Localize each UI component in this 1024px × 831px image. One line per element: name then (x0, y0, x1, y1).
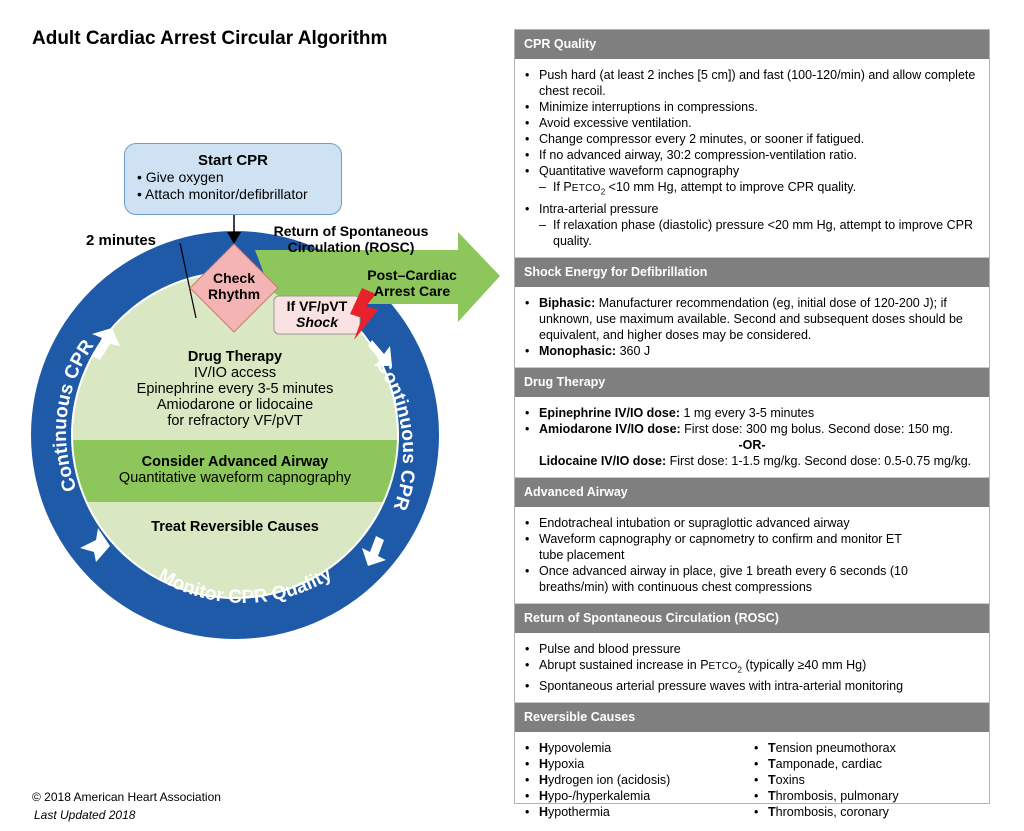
list-item: Waveform capnography or capnometry to co… (523, 531, 981, 563)
cpr-quality-section: Push hard (at least 2 inches [5 cm]) and… (515, 59, 989, 258)
last-updated: Last Updated 2018 (34, 808, 136, 822)
arrow-icon (362, 536, 386, 566)
advanced-airway-heading: Advanced Airway (515, 477, 989, 507)
list-item: Minimize interruptions in compressions. (523, 99, 981, 115)
lightning-bolt-icon (350, 288, 378, 340)
reversible-causes-section: Hypovolemia Hypoxia Hydrogen ion (acidos… (515, 732, 989, 828)
list-item: Hypo-/hyperkalemia (523, 788, 752, 804)
airway-zone (72, 440, 398, 502)
h-causes-list: Hypovolemia Hypoxia Hydrogen ion (acidos… (523, 740, 752, 820)
rosc-heading: Return of Spontaneous Circulation (ROSC) (515, 603, 989, 633)
airway-block: Consider Advanced Airway Quantitative wa… (70, 454, 400, 486)
page-title: Adult Cardiac Arrest Circular Algorithm (32, 28, 388, 49)
or-separator: -OR- (738, 437, 766, 452)
t-causes-list: Tension pneumothorax Tamponade, cardiac … (752, 740, 981, 820)
drug-therapy-title: Drug Therapy (187, 349, 283, 365)
shock-energy-heading: Shock Energy for Defibrillation (515, 257, 989, 287)
list-item: Hypothermia (523, 804, 752, 820)
sub-item: If PETCO2 <10 mm Hg, attempt to improve … (539, 179, 981, 201)
drug-line: IV/IO access (193, 365, 277, 381)
list-item: Spontaneous arterial pressure waves with… (523, 678, 981, 694)
list-item: If no advanced airway, 30:2 compression-… (523, 147, 981, 163)
list-item: Pulse and blood pressure (523, 641, 981, 657)
list-item: Push hard (at least 2 inches [5 cm]) and… (523, 67, 981, 99)
drug-therapy-heading: Drug Therapy (515, 367, 989, 397)
list-item: Abrupt sustained increase in PETCO2 (typ… (523, 657, 981, 679)
start-item: • Give oxygen (137, 169, 224, 185)
sub-item: If relaxation phase (diastolic) pressure… (539, 217, 981, 249)
info-panel: CPR Quality Push hard (at least 2 inches… (514, 29, 990, 820)
list-item: Biphasic: Manufacturer recommendation (e… (523, 295, 981, 343)
check-rhythm-diamond (189, 243, 279, 333)
copyright: © 2018 American Heart Association (32, 790, 221, 804)
reversible-causes-heading: Reversible Causes (515, 703, 989, 732)
list-item: Amiodarone IV/IO dose: First dose: 300 m… (523, 421, 981, 437)
list-item: Quantitative waveform capnography (523, 163, 981, 179)
drug-line: Amiodarone or lidocaine (156, 397, 314, 413)
start-cpr-title: Start CPR (197, 152, 268, 169)
arrow-icon (92, 328, 120, 360)
list-item: Tension pneumothorax (752, 740, 981, 756)
algorithm-diagram: Continuous CPR Continuous CPR Monitor CP… (31, 214, 500, 639)
two-minutes-label: 2 minutes (86, 232, 157, 249)
list-item: Tamponade, cardiac (752, 756, 981, 772)
shock-energy-section: Biphasic: Manufacturer recommendation (e… (515, 287, 989, 368)
list-item: Thrombosis, coronary (752, 804, 981, 820)
airway-title: Consider Advanced Airway (141, 454, 329, 470)
lidocaine-line: Lidocaine IV/IO dose: First dose: 1-1.5 … (539, 453, 972, 468)
arrow-icon (80, 528, 110, 562)
list-item: Hypoxia (523, 756, 752, 772)
list-item: Thrombosis, pulmonary (752, 788, 981, 804)
list-item: Intra-arterial pressure (523, 201, 981, 217)
list-item: Endotracheal intubation or supraglottic … (523, 515, 981, 531)
drug-line: for refractory VF/pVT (167, 413, 303, 429)
airway-line: Quantitative waveform capnography (118, 470, 352, 486)
reversible-title: Treat Reversible Causes (151, 519, 319, 535)
list-item: Avoid excessive ventilation. (523, 115, 981, 131)
list-item: Hydrogen ion (acidosis) (523, 772, 752, 788)
list-item: Change compressor every 2 minutes, or so… (523, 131, 981, 147)
list-item: Once advanced airway in place, give 1 br… (523, 563, 981, 595)
rosc-section: Pulse and blood pressure Abrupt sustaine… (515, 633, 989, 703)
start-cpr-box: Start CPR • Give oxygen • Attach monitor… (124, 143, 342, 215)
list-item: Hypovolemia (523, 740, 752, 756)
cpr-quality-heading: CPR Quality (515, 30, 989, 59)
advanced-airway-section: Endotracheal intubation or supraglottic … (515, 507, 989, 604)
down-arrow-icon (227, 232, 241, 244)
start-item: • Attach monitor/defibrillator (137, 186, 308, 202)
drug-line: Epinephrine every 3-5 minutes (136, 381, 334, 397)
ring-arrow-icons (80, 328, 392, 566)
list-item: Epinephrine IV/IO dose: 1 mg every 3-5 m… (523, 405, 981, 421)
reversible-block: Treat Reversible Causes (90, 519, 380, 535)
list-item: Monophasic: 360 J (523, 343, 981, 359)
drug-therapy-block: Drug Therapy IV/IO access Epinephrine ev… (90, 349, 380, 429)
arrow-icon (368, 340, 392, 366)
drug-therapy-section: Epinephrine IV/IO dose: 1 mg every 3-5 m… (515, 397, 989, 478)
list-item: Toxins (752, 772, 981, 788)
